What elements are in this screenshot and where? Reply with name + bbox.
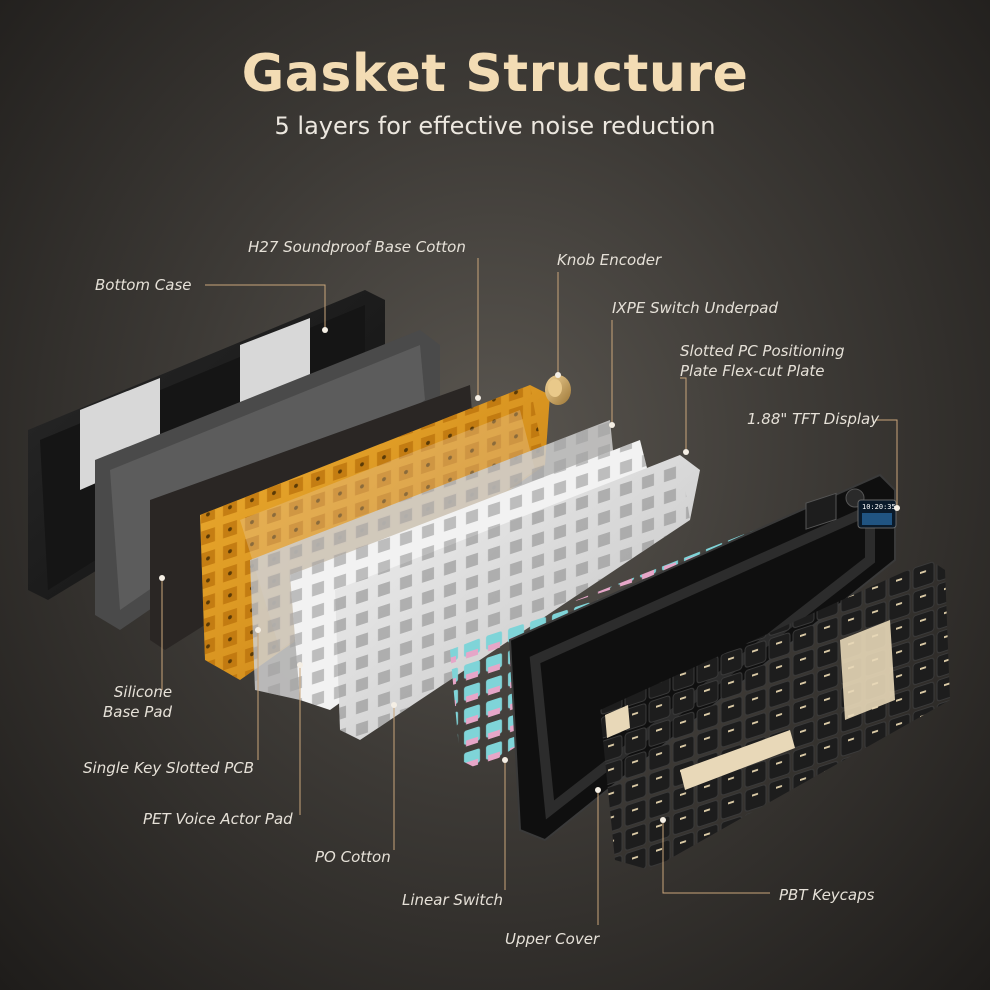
leader-lines (161, 258, 898, 925)
label-bottom-case: Bottom Case (95, 276, 192, 294)
leader-dots (159, 327, 900, 823)
label-slotted-pc-line1: Slotted PC Positioning (680, 342, 845, 360)
label-knob-encoder: Knob Encoder (557, 251, 662, 269)
keycaps-layer (600, 560, 950, 870)
label-silicone-line1: Silicone (113, 683, 173, 701)
page-title: Gasket Structure (241, 44, 749, 104)
label-pet-pad: PET Voice Actor Pad (143, 810, 293, 828)
label-upper-cover: Upper Cover (505, 930, 600, 948)
label-silicone-line2: Base Pad (103, 703, 173, 721)
label-tft-display: 1.88" TFT Display (747, 410, 880, 428)
tft-display-time: 10:20:35 (862, 503, 896, 511)
label-linear-switch: Linear Switch (402, 891, 503, 909)
label-slotted-pc-line2: Plate Flex-cut Plate (680, 362, 825, 380)
label-silicone-pad: Silicone Base Pad (103, 682, 172, 722)
label-po-cotton: PO Cotton (315, 848, 391, 866)
label-slotted-pc-plate: Slotted PC Positioning Plate Flex-cut Pl… (680, 341, 845, 381)
label-pbt-keycaps: PBT Keycaps (779, 886, 875, 904)
label-ixpe-underpad: IXPE Switch Underpad (612, 299, 778, 317)
pc-plate-layer (335, 455, 700, 740)
label-single-key-pcb: Single Key Slotted PCB (83, 759, 255, 777)
tft-display (857, 499, 897, 529)
label-h27-cotton: H27 Soundproof Base Cotton (248, 238, 466, 256)
page-subtitle: 5 layers for effective noise reduction (274, 112, 716, 140)
knob-encoder (545, 375, 571, 405)
